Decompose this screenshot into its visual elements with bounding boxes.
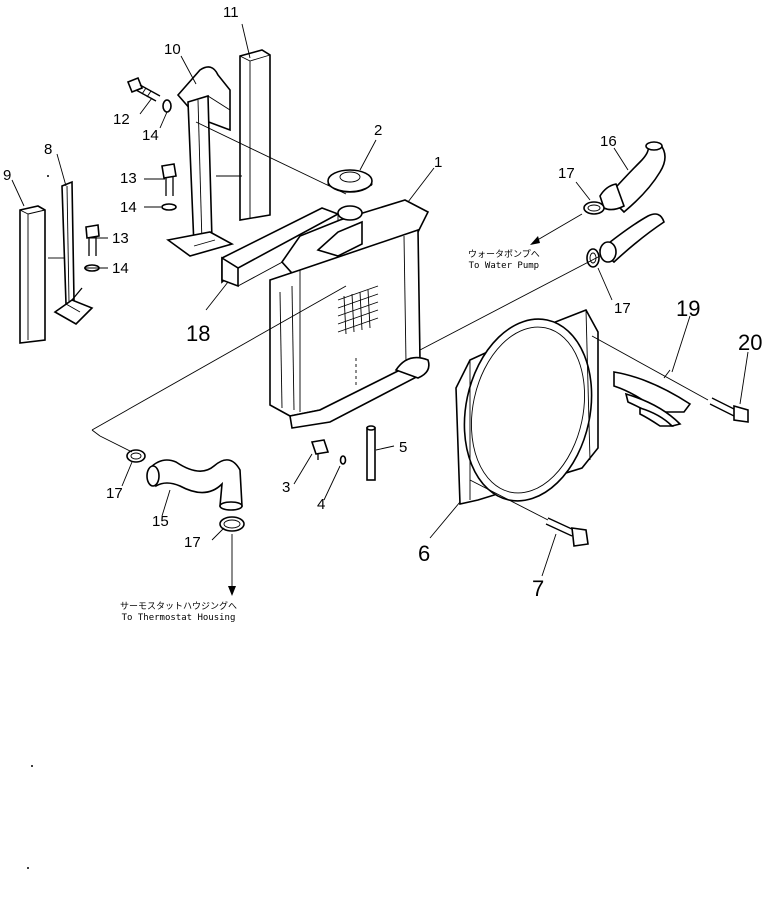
- to-thermostat-jp: サーモスタットハウジングへ: [120, 602, 238, 612]
- fan-guard-part-19: [613, 369, 692, 427]
- callout-11: 11: [223, 4, 239, 21]
- stay-bracket-part-8: [53, 180, 94, 325]
- callout-16: 16: [600, 133, 617, 150]
- callout-3: 3: [282, 479, 291, 496]
- fan-shroud-part-6: [455, 308, 599, 505]
- washer-part-14: [162, 99, 172, 113]
- hose-clamp-part-17: [126, 449, 146, 463]
- callout-6: 6: [418, 541, 431, 566]
- callout-1: 1: [434, 154, 443, 171]
- callout-5: 5: [399, 439, 408, 456]
- leader-lines: [11, 23, 749, 596]
- callout-14: 14: [142, 127, 159, 144]
- callout-20: 20: [738, 330, 763, 355]
- column-part-9: [19, 205, 46, 344]
- callout-17: 17: [106, 485, 123, 502]
- callout-17: 17: [558, 165, 575, 182]
- to-thermostat-note: サーモスタットハウジングへ To Thermostat Housing: [120, 602, 237, 624]
- callout-10: 10: [164, 41, 181, 58]
- hose-clamp-part-17: [586, 248, 600, 268]
- column-part-11: [239, 49, 271, 221]
- bolt-part-12: [126, 76, 161, 102]
- callout-17: 17: [184, 534, 201, 551]
- callout-14: 14: [112, 260, 129, 277]
- drain-cock-part-3: [310, 439, 330, 460]
- callout-7: 7: [532, 576, 545, 601]
- callout-8: 8: [44, 141, 53, 158]
- to-thermostat-en: To Thermostat Housing: [121, 613, 236, 623]
- upper-hose-part-16: [598, 141, 666, 264]
- callout-14: 14: [120, 199, 137, 216]
- hose-clamp-part-17: [583, 201, 605, 215]
- callout-19: 19: [676, 296, 701, 321]
- bolt-part-7: [545, 517, 589, 547]
- pipe-part-5: [366, 425, 376, 481]
- callout-17: 17: [614, 300, 631, 317]
- o-ring-part-4: [339, 455, 347, 465]
- callout-12: 12: [113, 111, 130, 128]
- to-water-pump-note: ウォータポンプへ To Water Pump: [468, 250, 540, 272]
- callout-2: 2: [374, 122, 383, 139]
- scan-specks: [27, 175, 49, 869]
- hose-clamp-part-17: [219, 516, 245, 532]
- callout-15: 15: [152, 513, 169, 530]
- callout-13: 13: [112, 230, 129, 247]
- callout-13: 13: [120, 170, 137, 187]
- stay-bracket-part-10: [166, 66, 235, 257]
- bolt-part-13: [85, 224, 100, 256]
- to-water-pump-jp: ウォータポンプへ: [468, 250, 540, 260]
- to-water-pump-en: To Water Pump: [468, 261, 540, 271]
- callout-18: 18: [186, 321, 211, 346]
- callout-9: 9: [3, 167, 12, 184]
- washer-part-14: [161, 203, 177, 211]
- callout-4: 4: [317, 496, 326, 513]
- bolt-part-13: [161, 163, 177, 196]
- bolt-part-20: [709, 397, 749, 423]
- radiator-part-1: [269, 199, 430, 429]
- lower-hose-part-15: [146, 459, 243, 511]
